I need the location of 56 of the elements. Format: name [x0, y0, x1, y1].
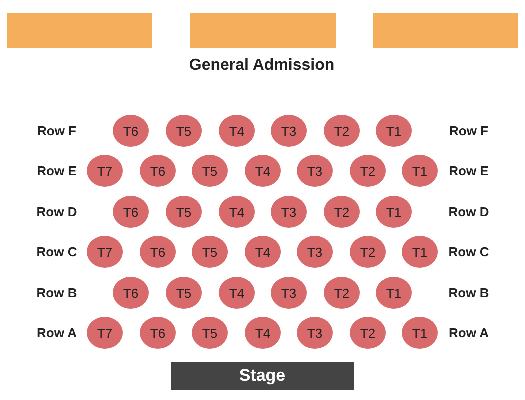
table-seat: T3: [271, 277, 307, 309]
table-seat: T4: [245, 155, 281, 187]
table-seat: T6: [113, 115, 149, 147]
admission-section: [373, 13, 518, 48]
row-label: Row B: [36, 286, 78, 300]
table-seat: T6: [140, 317, 176, 349]
row-label: Row C: [448, 244, 490, 260]
table-seat: T3: [297, 317, 333, 349]
table-seat: T3: [271, 115, 307, 147]
table-seat: T6: [113, 196, 149, 228]
table-seat: T4: [219, 115, 255, 147]
row-label: Row A: [449, 326, 489, 340]
row-label: Row F: [450, 124, 488, 138]
row-label: Row A: [37, 326, 77, 340]
table-seat: T7: [87, 317, 123, 349]
table-seat: T6: [140, 236, 176, 268]
row-label: Row B: [448, 286, 490, 300]
table-seat: T4: [245, 317, 281, 349]
row-label: Row E: [449, 164, 489, 178]
table-seat: T5: [192, 236, 228, 268]
table-seat: T5: [192, 155, 228, 187]
table-seat: T5: [166, 277, 202, 309]
table-seat: T4: [245, 236, 281, 268]
table-seat: T4: [219, 196, 255, 228]
table-seat: T5: [166, 196, 202, 228]
section-label: General Admission: [189, 57, 335, 75]
row-label: Row D: [448, 204, 490, 220]
table-seat: T3: [297, 155, 333, 187]
table-seat: T1: [376, 115, 412, 147]
table-seat: T1: [402, 236, 438, 268]
table-seat: T1: [376, 196, 412, 228]
table-seat: T2: [350, 155, 386, 187]
stage-block: Stage: [171, 362, 354, 390]
table-seat: T5: [192, 317, 228, 349]
table-seat: T7: [87, 155, 123, 187]
admission-section: [190, 13, 336, 48]
table-seat: T2: [350, 317, 386, 349]
table-seat: T5: [166, 115, 202, 147]
table-seat: T1: [402, 155, 438, 187]
row-label: Row C: [36, 244, 78, 260]
table-seat: T2: [324, 115, 360, 147]
table-seat: T7: [87, 236, 123, 268]
table-seat: T3: [297, 236, 333, 268]
table-seat: T4: [219, 277, 255, 309]
table-seat: T2: [324, 277, 360, 309]
table-seat: T6: [113, 277, 149, 309]
admission-section: [7, 13, 152, 48]
row-label: Row E: [37, 164, 77, 178]
table-seat: T6: [140, 155, 176, 187]
row-label: Row F: [38, 124, 76, 138]
table-seat: T3: [271, 196, 307, 228]
table-seat: T2: [324, 196, 360, 228]
table-seat: T1: [402, 317, 438, 349]
table-seat: T1: [376, 277, 412, 309]
table-seat: T2: [350, 236, 386, 268]
row-label: Row D: [36, 204, 78, 220]
